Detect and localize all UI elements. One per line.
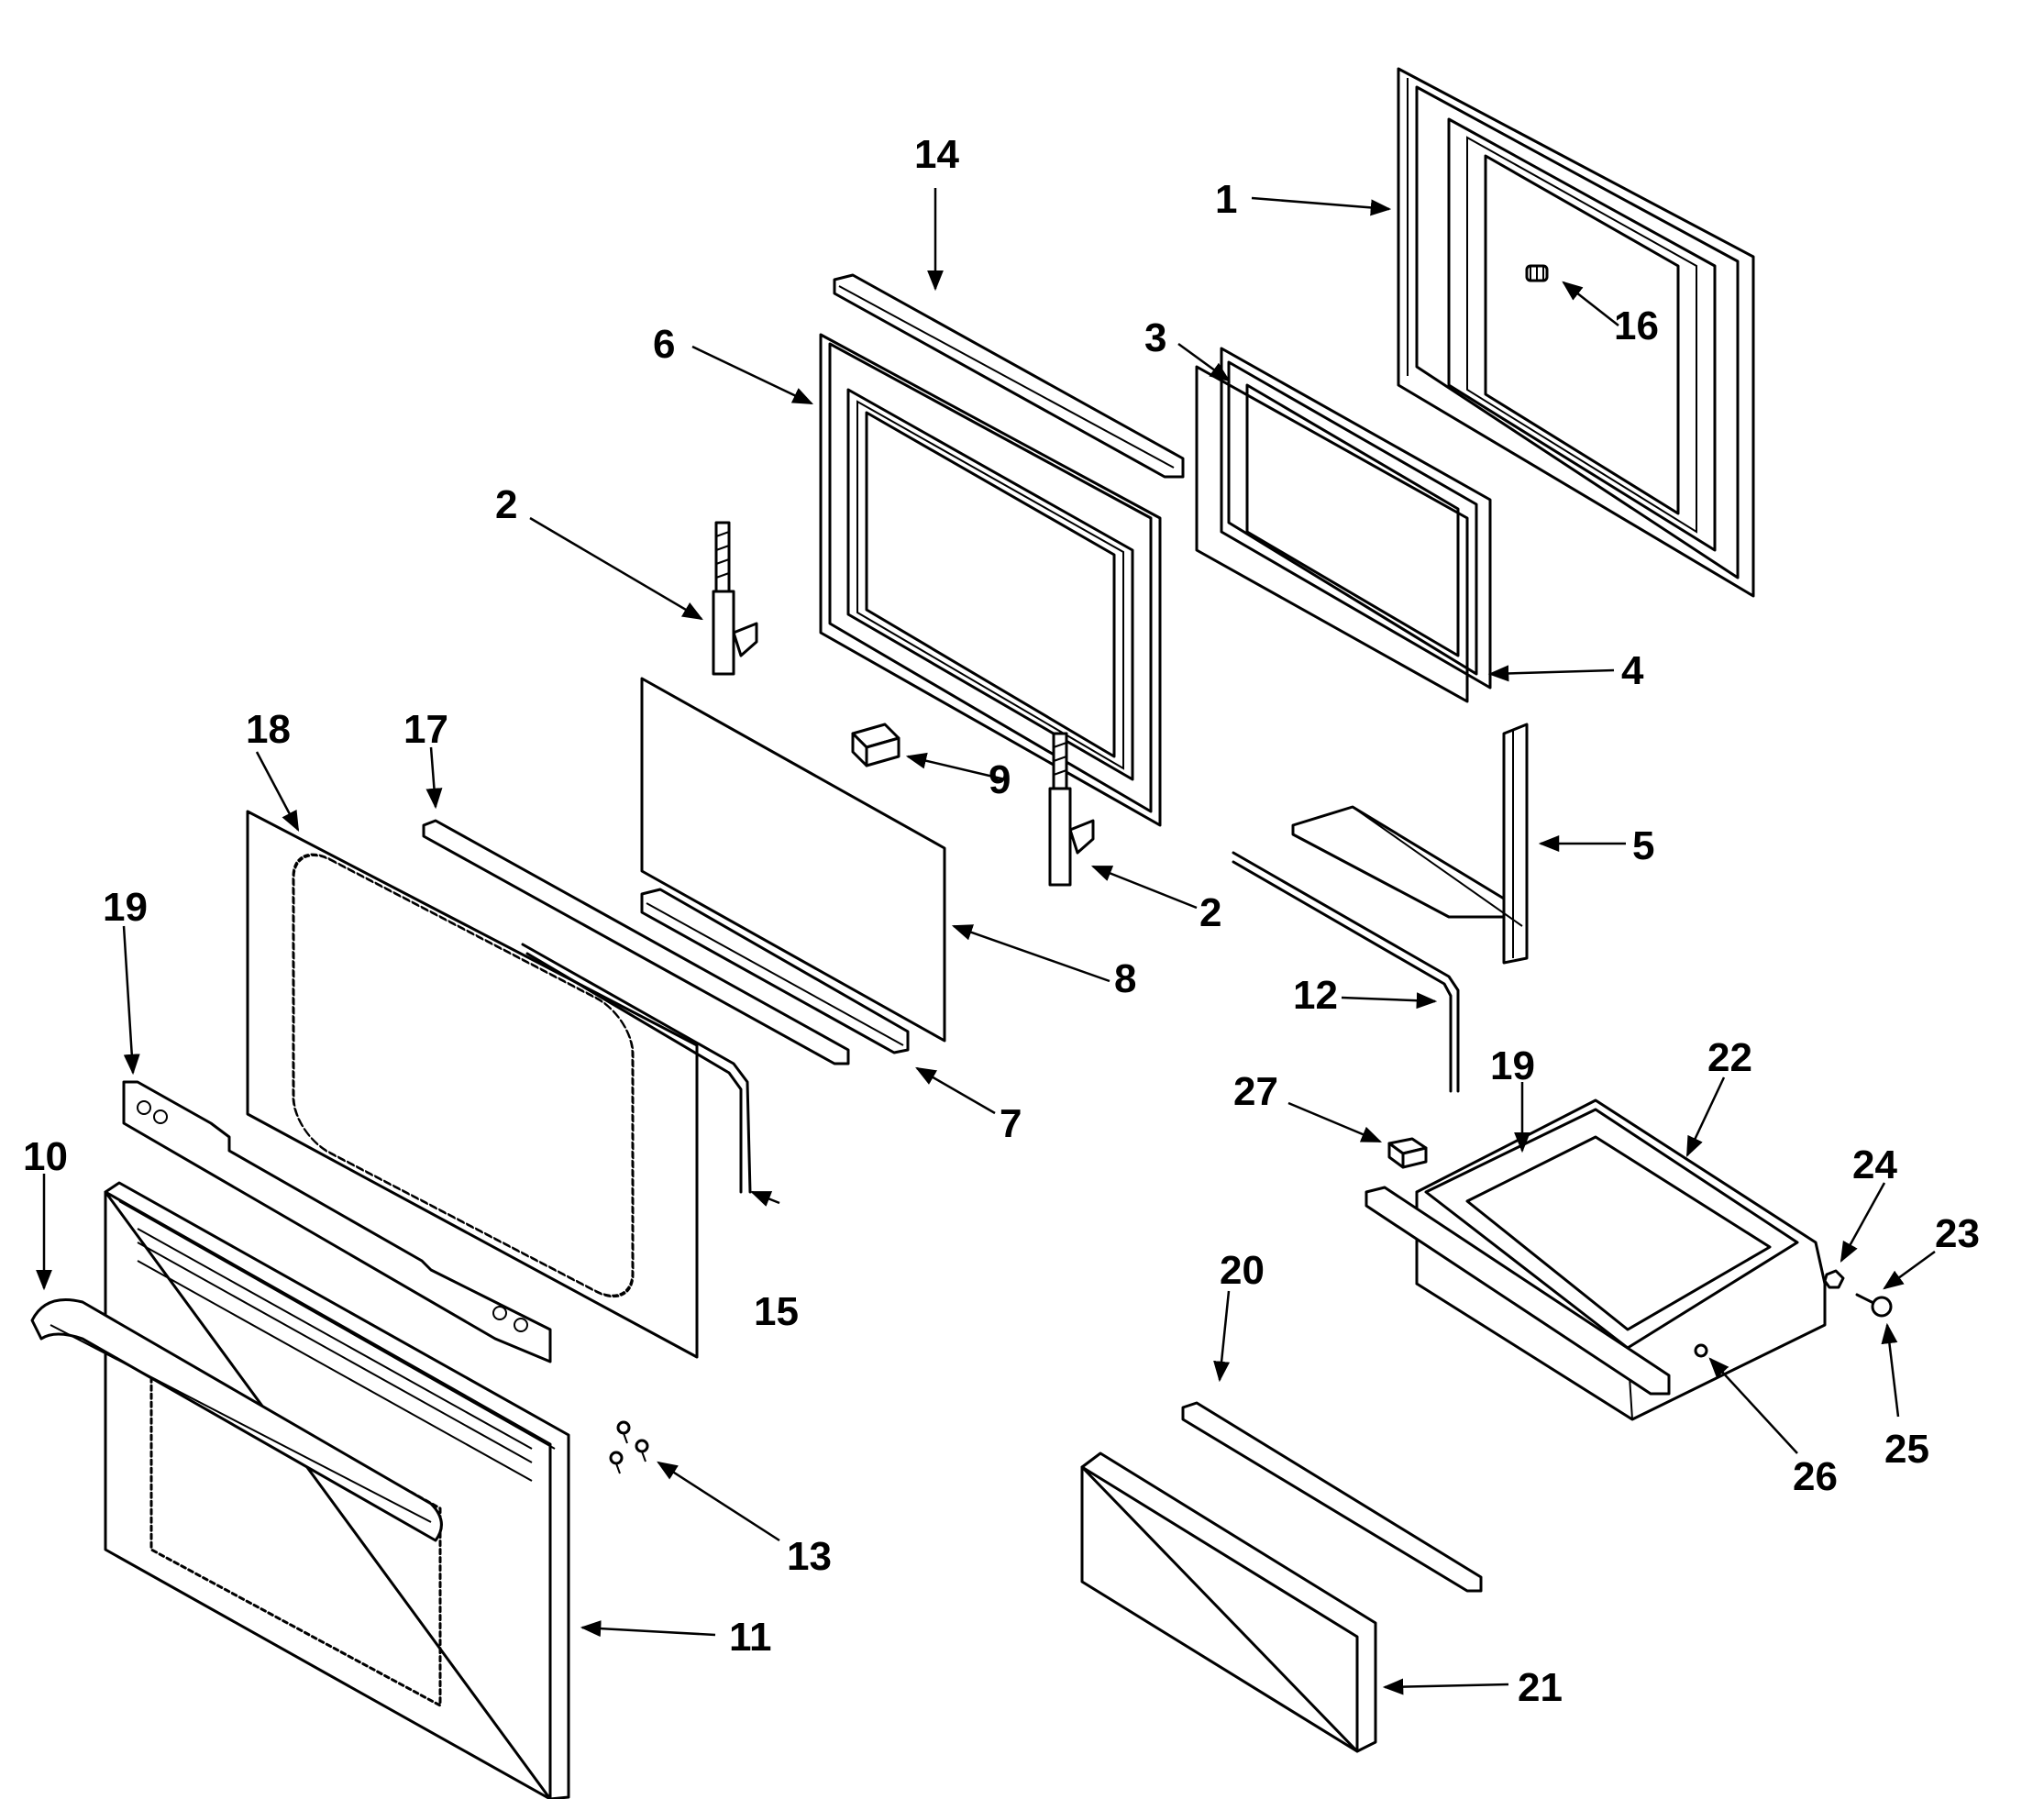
part-21-drawer-front — [1080, 1451, 1377, 1753]
part-19-vent-trim-left — [122, 1080, 552, 1363]
callout-24: 24 — [1852, 1142, 1897, 1187]
part-17-top-strip — [422, 819, 850, 1065]
callout-2-right: 2 — [1199, 890, 1221, 935]
part-8-inner-glass — [640, 677, 946, 1043]
callout-7: 7 — [1000, 1101, 1022, 1146]
callout-21: 21 — [1518, 1665, 1563, 1710]
vent-slots — [137, 1228, 533, 1482]
callout-14: 14 — [914, 132, 959, 177]
callout-15: 15 — [754, 1289, 799, 1334]
part-12-drawer-seal — [1232, 851, 1460, 1093]
callout-25: 25 — [1884, 1427, 1929, 1472]
part-2-hinge-right — [1048, 732, 1095, 887]
callout-labels: 1 2 2 3 4 5 6 7 8 9 10 11 12 13 14 15 16… — [23, 132, 1980, 1710]
callout-1: 1 — [1215, 177, 1237, 222]
part-10-door-handle — [30, 1298, 443, 1542]
part-26-screw — [1694, 1343, 1708, 1358]
part-23-bolt — [1855, 1293, 1893, 1318]
part-27-clip — [1387, 1137, 1428, 1169]
callout-26: 26 — [1793, 1454, 1838, 1499]
part-20-drawer-trim — [1181, 1401, 1483, 1593]
callout-5: 5 — [1632, 823, 1654, 868]
part-14-top-trim — [833, 273, 1185, 479]
part-11-outer-door — [104, 1181, 570, 1799]
part-2-hinge-left — [712, 521, 758, 676]
callout-27: 27 — [1233, 1069, 1278, 1114]
callout-10: 10 — [23, 1134, 68, 1179]
part-4-window-glass — [1195, 365, 1469, 703]
part-18-outer-glass — [246, 810, 699, 1359]
part-16-fastener — [1525, 264, 1549, 282]
part-15-side-seal — [521, 943, 752, 1194]
callout-20: 20 — [1220, 1248, 1265, 1293]
callout-11: 11 — [729, 1615, 772, 1660]
callout-18: 18 — [246, 707, 291, 752]
part-24-nut — [1823, 1269, 1845, 1289]
part-19-drawer-rail-right — [1365, 1186, 1671, 1396]
part-5-side-panel — [1291, 723, 1529, 965]
callout-13: 13 — [787, 1534, 832, 1579]
callout-6: 6 — [653, 322, 675, 367]
callout-19-right: 19 — [1490, 1043, 1535, 1088]
callout-16: 16 — [1614, 304, 1659, 348]
callout-12: 12 — [1293, 973, 1338, 1018]
part-6-door-frame — [819, 333, 1162, 827]
callout-22: 22 — [1707, 1035, 1752, 1080]
callout-9: 9 — [989, 757, 1011, 802]
callout-3: 3 — [1144, 315, 1166, 360]
part-13-screws — [609, 1420, 649, 1474]
callout-17: 17 — [403, 707, 448, 752]
callout-19-left: 19 — [103, 885, 148, 930]
part-9-bracket — [851, 723, 900, 767]
part-7-glass-retainer — [640, 888, 910, 1054]
callout-2-left: 2 — [495, 482, 517, 527]
leader-lines — [36, 188, 1936, 1695]
callout-23: 23 — [1935, 1211, 1980, 1256]
part-1-inner-door-panel — [1397, 67, 1755, 598]
callout-8: 8 — [1114, 956, 1136, 1001]
callout-4: 4 — [1621, 648, 1644, 693]
part-3-window-gasket — [1220, 347, 1492, 690]
